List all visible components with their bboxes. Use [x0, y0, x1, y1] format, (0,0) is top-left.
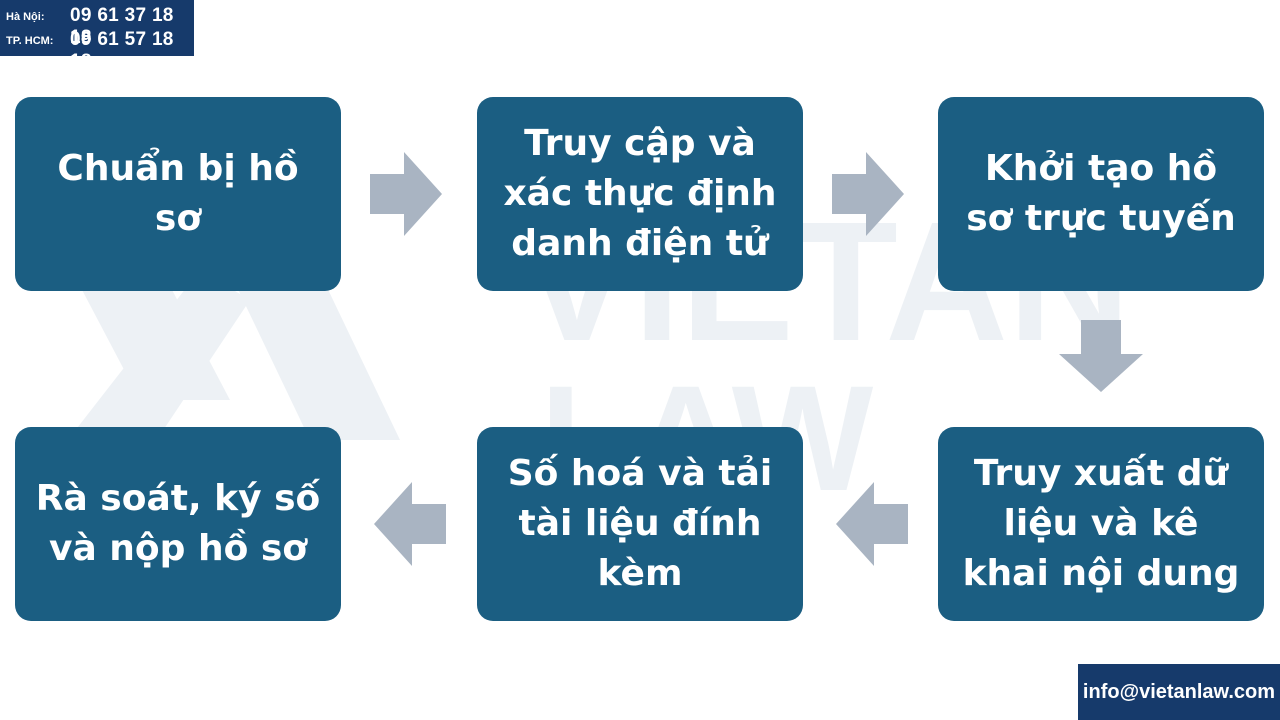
step-5-box: Số hoá và tải tài liệu đính kèm: [477, 427, 803, 621]
step-1-box: Chuẩn bị hồ sơ: [15, 97, 341, 291]
hcm-phone[interactable]: 09 61 57 18 18: [70, 29, 174, 72]
step-6-box: Rà soát, ký số và nộp hồ sơ: [15, 427, 341, 621]
hcm-label: TP. HCM:: [6, 35, 54, 47]
hanoi-label: Hà Nội:: [6, 11, 45, 23]
email-contact[interactable]: info@vietanlaw.com: [1078, 664, 1280, 720]
arrow-right-icon: [832, 152, 904, 236]
hanoi-contact-row: Hà Nội: 09 61 37 18 18: [0, 5, 194, 48]
arrow-left-icon: [836, 482, 908, 566]
arrow-right-icon: [370, 152, 442, 236]
arrow-left-icon: [374, 482, 446, 566]
step-2-box: Truy cập và xác thực định danh điện tử: [477, 97, 803, 291]
hanoi-phone[interactable]: 09 61 37 18 18: [70, 5, 174, 48]
arrow-down-icon: [1059, 320, 1143, 392]
watermark-x-cross-stroke: [60, 270, 250, 450]
hcm-contact-row: TP. HCM: 09 61 57 18 18: [0, 29, 194, 72]
step-4-box: Truy xuất dữ liệu và kê khai nội dung: [938, 427, 1264, 621]
phone-contact-box: Hà Nội: 09 61 37 18 18 TP. HCM: 09 61 57…: [0, 0, 194, 72]
step-3-box: Khởi tạo hồ sơ trực tuyến: [938, 97, 1264, 291]
